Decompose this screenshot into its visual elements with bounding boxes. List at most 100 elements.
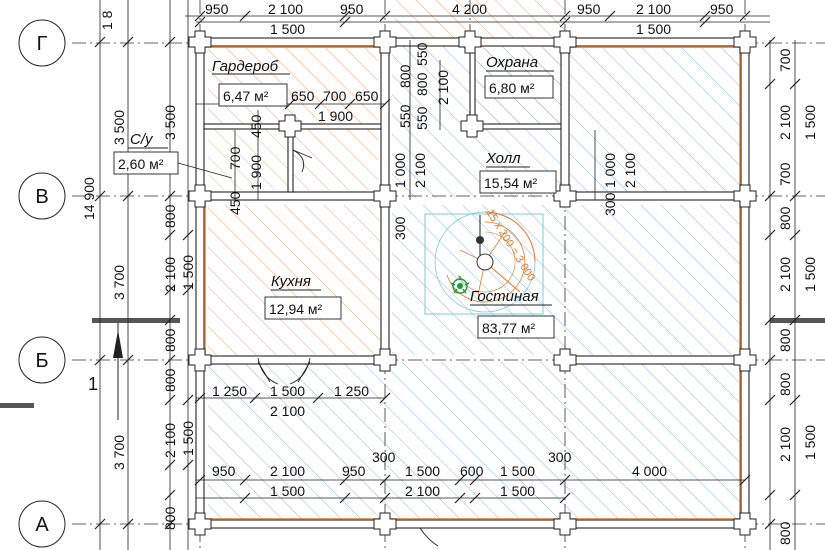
dimension-tick <box>94 354 106 366</box>
dim-bottom-1500b: 1 500 <box>500 463 535 479</box>
dim-hall-300a: 300 <box>392 216 408 240</box>
dim-top-d1: 950 <box>205 1 229 17</box>
dimension-tick <box>194 10 206 22</box>
axis-label-v: В <box>35 186 48 208</box>
dim-hall-2100a: 2 100 <box>412 153 428 188</box>
dim-wardrobe-650b: 650 <box>355 88 379 104</box>
dimension-tick <box>789 394 801 406</box>
dimension-tick <box>182 459 194 471</box>
dimension-tick <box>469 492 481 504</box>
dimension-lines <box>99 0 796 550</box>
log-post <box>733 184 757 208</box>
dim-right-r8: 800 <box>777 328 793 352</box>
dim-right-r11: 1 500 <box>802 425 818 460</box>
dim-left-overall: 14 900 <box>81 177 97 220</box>
dimension-tick <box>164 36 176 48</box>
dimension-tick <box>339 10 351 22</box>
living-hatch <box>392 205 742 355</box>
dimension-tick <box>764 314 776 326</box>
dim-left-w3: 1 500 <box>180 255 196 290</box>
room-area-living: 83,77 м² <box>482 320 536 336</box>
dimension-tick <box>764 36 776 48</box>
dimension-tick <box>789 190 801 202</box>
log-post <box>278 114 302 138</box>
axis-label-g: Г <box>37 33 48 55</box>
dim-left-w1: 800 <box>162 204 178 228</box>
plant-icon <box>450 276 470 294</box>
dimension-tick <box>604 10 616 22</box>
dim-wardrobe-700: 700 <box>323 88 347 104</box>
dim-bottom-950a: 950 <box>212 463 236 479</box>
dimension-tick <box>94 518 106 530</box>
dim-right-r3: 1 500 <box>802 105 818 140</box>
log-post <box>553 30 577 54</box>
dim-right-r7: 1 500 <box>802 257 818 292</box>
dimension-tick <box>164 314 176 326</box>
dimension-tick <box>789 489 801 501</box>
dimension-texts: 950 2 100 950 4 200 950 2 100 950 1 500 … <box>81 1 818 545</box>
dimension-tick <box>379 474 391 486</box>
dimension-tick <box>454 492 466 504</box>
dim-wardrobe-1900: 1 900 <box>318 108 353 124</box>
dim-bottom-1500c: 1 500 <box>270 483 305 499</box>
dimension-tick <box>164 354 176 366</box>
log-post <box>733 348 757 372</box>
room-area-security: 6,80 м² <box>489 80 535 96</box>
dimension-tick <box>164 229 176 241</box>
log-post <box>733 30 757 54</box>
log-post <box>553 512 577 536</box>
dimension-tick <box>164 489 176 501</box>
axis-bubbles: Г В Б А <box>18 19 66 548</box>
dimension-tick <box>182 229 194 241</box>
log-post <box>460 114 484 138</box>
log-post <box>188 512 212 536</box>
dim-bottom-600: 600 <box>460 463 484 479</box>
log-post <box>188 30 212 54</box>
dimension-tick <box>314 98 326 110</box>
log-post <box>373 184 397 208</box>
dimension-tick <box>469 474 481 486</box>
dimension-tick <box>164 518 176 530</box>
dimension-tick <box>789 78 801 90</box>
dimension-tick <box>764 518 776 530</box>
dim-top-d3: 950 <box>340 1 364 17</box>
dim-wardrobe-550: 550 <box>414 42 430 66</box>
dim-bottom-4000: 4 000 <box>632 463 667 479</box>
dim-mid-1250b: 1 250 <box>334 383 369 399</box>
dim-bath-1900: 1 900 <box>248 155 264 190</box>
dim-bottom-2100: 2 100 <box>270 463 305 479</box>
dimension-tick <box>699 10 711 22</box>
log-post <box>373 30 397 54</box>
room-area-hall: 15,54 м² <box>484 175 538 191</box>
room-name-wardrobe: Гардероб <box>212 58 279 75</box>
axis-label-a: А <box>35 514 49 536</box>
corridor-hatch <box>292 128 378 190</box>
dimension-tick <box>559 474 571 486</box>
dim-right-r6: 2 100 <box>777 257 793 292</box>
dimension-tick <box>164 459 176 471</box>
dimension-tick <box>454 474 466 486</box>
room-name-hall: Холл <box>485 150 521 167</box>
dim-left-w7: 1 500 <box>180 421 196 456</box>
dim-right-r1: 700 <box>777 48 793 72</box>
dimension-tick <box>789 229 801 241</box>
room-area-bathroom: 2,60 м² <box>118 156 164 172</box>
dimension-tick <box>344 98 356 110</box>
log-post <box>733 512 757 536</box>
dim-mid-2100: 2 100 <box>270 403 305 419</box>
dim-wardrobe-650a: 650 <box>291 88 315 104</box>
dim-left-w4: 800 <box>162 328 178 352</box>
dimension-tick <box>379 492 391 504</box>
log-post <box>458 30 482 54</box>
dim-bottom-950b: 950 <box>342 463 366 479</box>
dimension-tick <box>182 394 194 406</box>
dim-top-d4: 4 200 <box>452 1 487 17</box>
dimension-tick <box>699 16 711 28</box>
dimension-tick <box>764 190 776 202</box>
dimension-tick <box>739 474 751 486</box>
dim-hall-1000b: 1 000 <box>602 153 618 188</box>
dim-hall-1000a: 1 000 <box>392 153 408 188</box>
dimension-tick <box>764 394 776 406</box>
dim-bottom-2100b: 2 100 <box>405 483 440 499</box>
dim-bottom-1500d: 1 500 <box>500 483 535 499</box>
